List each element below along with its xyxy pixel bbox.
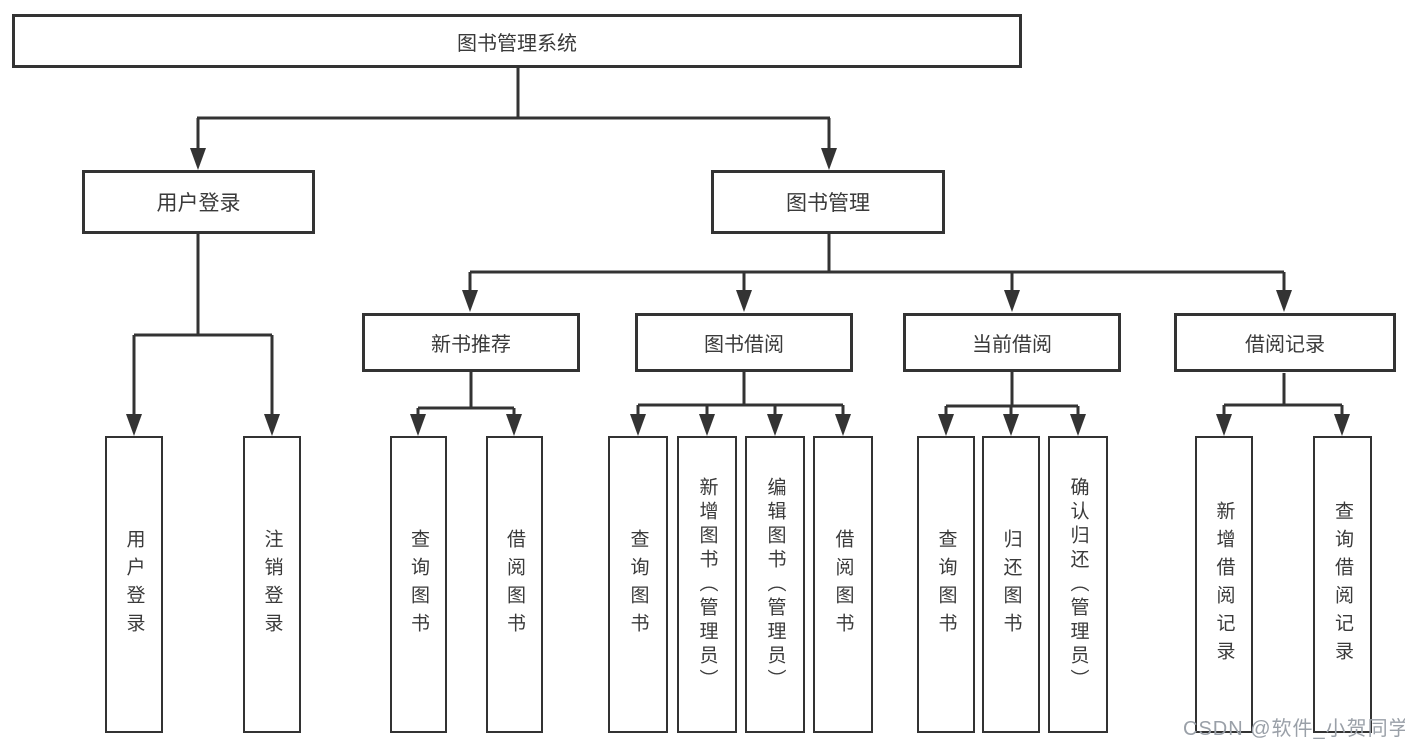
arrowhead bbox=[410, 414, 426, 436]
arrowhead bbox=[736, 290, 752, 312]
arrowhead bbox=[264, 414, 280, 436]
node-label: 图书管理系统 bbox=[457, 32, 577, 55]
arrowhead bbox=[462, 290, 478, 312]
arrowhead bbox=[1004, 290, 1020, 312]
leaf-query-books-current: 查询图书 bbox=[917, 436, 975, 733]
leaf-user-login: 用户登录 bbox=[105, 436, 163, 733]
leaf-label: 编辑图书（管理员） bbox=[764, 476, 786, 693]
watermark: CSDN @软件_小贺同学 bbox=[1183, 718, 1405, 740]
node-book-borrow: 图书借阅 bbox=[635, 313, 853, 372]
leaf-label: 用户登录 bbox=[123, 528, 145, 641]
arrowhead bbox=[630, 414, 646, 436]
leaf-label: 注销登录 bbox=[261, 528, 283, 641]
connector-borrow-records-children bbox=[1216, 373, 1350, 436]
arrowhead bbox=[821, 148, 837, 170]
leaf-label: 借阅图书 bbox=[832, 528, 854, 641]
arrowhead bbox=[938, 414, 954, 436]
leaf-label: 查询图书 bbox=[935, 528, 957, 641]
leaf-label: 确认归还（管理员） bbox=[1067, 476, 1089, 693]
leaf-query-books-recommend: 查询图书 bbox=[390, 436, 447, 733]
node-book-management: 图书管理 bbox=[711, 170, 945, 234]
leaf-edit-books-admin: 编辑图书（管理员） bbox=[745, 436, 805, 733]
arrowhead bbox=[126, 414, 142, 436]
leaf-label: 借阅图书 bbox=[504, 528, 525, 641]
node-label: 图书管理 bbox=[786, 192, 870, 215]
arrowhead bbox=[699, 414, 715, 436]
arrowhead bbox=[835, 414, 851, 436]
arrowhead bbox=[1276, 290, 1292, 312]
connector-user-login-children bbox=[126, 234, 280, 436]
leaf-borrow-books-recommend: 借阅图书 bbox=[486, 436, 543, 733]
leaf-label: 查询借阅记录 bbox=[1332, 500, 1353, 669]
connector-book-management-children bbox=[462, 234, 1292, 312]
leaf-return-books: 归还图书 bbox=[982, 436, 1040, 733]
arrowhead bbox=[190, 148, 206, 170]
leaf-query-borrow-record: 查询借阅记录 bbox=[1313, 436, 1372, 733]
connector-book-borrow-children bbox=[630, 372, 851, 436]
leaf-logout: 注销登录 bbox=[243, 436, 301, 733]
leaf-borrow-books: 借阅图书 bbox=[813, 436, 873, 733]
arrowhead bbox=[1334, 414, 1350, 436]
leaf-label: 查询图书 bbox=[627, 528, 649, 641]
node-label: 用户登录 bbox=[156, 192, 241, 215]
node-current-borrow: 当前借阅 bbox=[903, 313, 1121, 372]
node-borrow-records: 借阅记录 bbox=[1174, 313, 1396, 372]
leaf-label: 新增借阅记录 bbox=[1213, 500, 1235, 669]
node-label: 当前借阅 bbox=[972, 334, 1052, 356]
leaf-add-books-admin: 新增图书（管理员） bbox=[677, 436, 737, 733]
connector-new-book-recommend-children bbox=[410, 372, 522, 436]
node-user-login: 用户登录 bbox=[82, 170, 315, 234]
node-label: 图书借阅 bbox=[704, 334, 784, 356]
node-label: 新书推荐 bbox=[431, 334, 511, 356]
node-new-book-recommend: 新书推荐 bbox=[362, 313, 580, 372]
arrowhead bbox=[1070, 414, 1086, 436]
arrowhead bbox=[1003, 414, 1019, 436]
leaf-confirm-return-admin: 确认归还（管理员） bbox=[1048, 436, 1108, 733]
node-label: 借阅记录 bbox=[1245, 334, 1325, 356]
leaf-label: 新增图书（管理员） bbox=[696, 476, 718, 693]
leaf-label: 归还图书 bbox=[1000, 528, 1022, 641]
node-root-system: 图书管理系统 bbox=[12, 14, 1022, 68]
connector-root-to-level2 bbox=[190, 68, 837, 170]
leaf-label: 查询图书 bbox=[408, 528, 429, 641]
arrowhead bbox=[1216, 414, 1232, 436]
leaf-query-books-borrow: 查询图书 bbox=[608, 436, 668, 733]
arrowhead bbox=[767, 414, 783, 436]
connector-current-borrow-children bbox=[938, 372, 1086, 436]
arrowhead bbox=[506, 414, 522, 436]
leaf-add-borrow-record: 新增借阅记录 bbox=[1195, 436, 1253, 733]
